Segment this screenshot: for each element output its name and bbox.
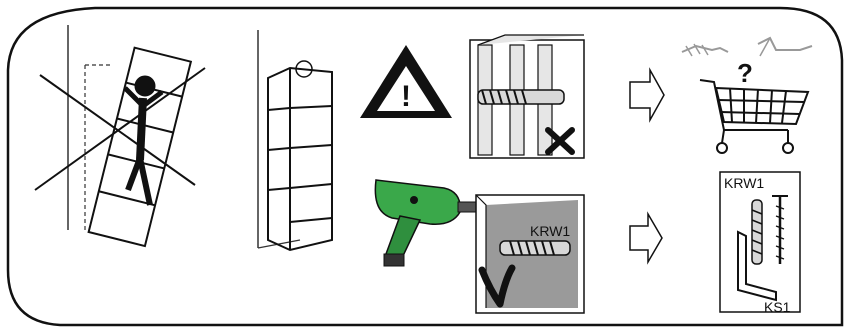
- kit-label: KRW1: [724, 175, 764, 191]
- bookshelf-icon: [268, 68, 332, 250]
- arrow-right-icon: [630, 214, 662, 262]
- wall-plug-icon: [752, 200, 762, 264]
- warning-triangle-icon: !: [360, 45, 452, 118]
- hollow-wall-anchor-panel: [470, 35, 584, 158]
- shopping-cart-icon: [700, 80, 808, 153]
- question-mark-icon: ?: [737, 58, 753, 88]
- power-drill-icon: [375, 180, 492, 266]
- wall-plug-icon: [682, 44, 728, 56]
- no-climbing-panel: [35, 25, 205, 246]
- buy-fixings-panel: ?: [682, 38, 812, 153]
- anchor-type-label: KRW1: [530, 223, 570, 239]
- wall-plug-icon: [500, 241, 570, 255]
- shelf-against-wall-panel: [258, 30, 332, 250]
- wall-plug-icon: [478, 90, 564, 104]
- bracket-label: KS1: [764, 299, 791, 315]
- screw-icon: [758, 38, 812, 56]
- warning-symbol: !: [401, 80, 411, 113]
- fixing-kit-panel: KRW1 KS1: [720, 172, 800, 315]
- arrow-right-icon: [630, 70, 664, 120]
- solid-wall-anchor-panel: KRW1: [476, 195, 584, 313]
